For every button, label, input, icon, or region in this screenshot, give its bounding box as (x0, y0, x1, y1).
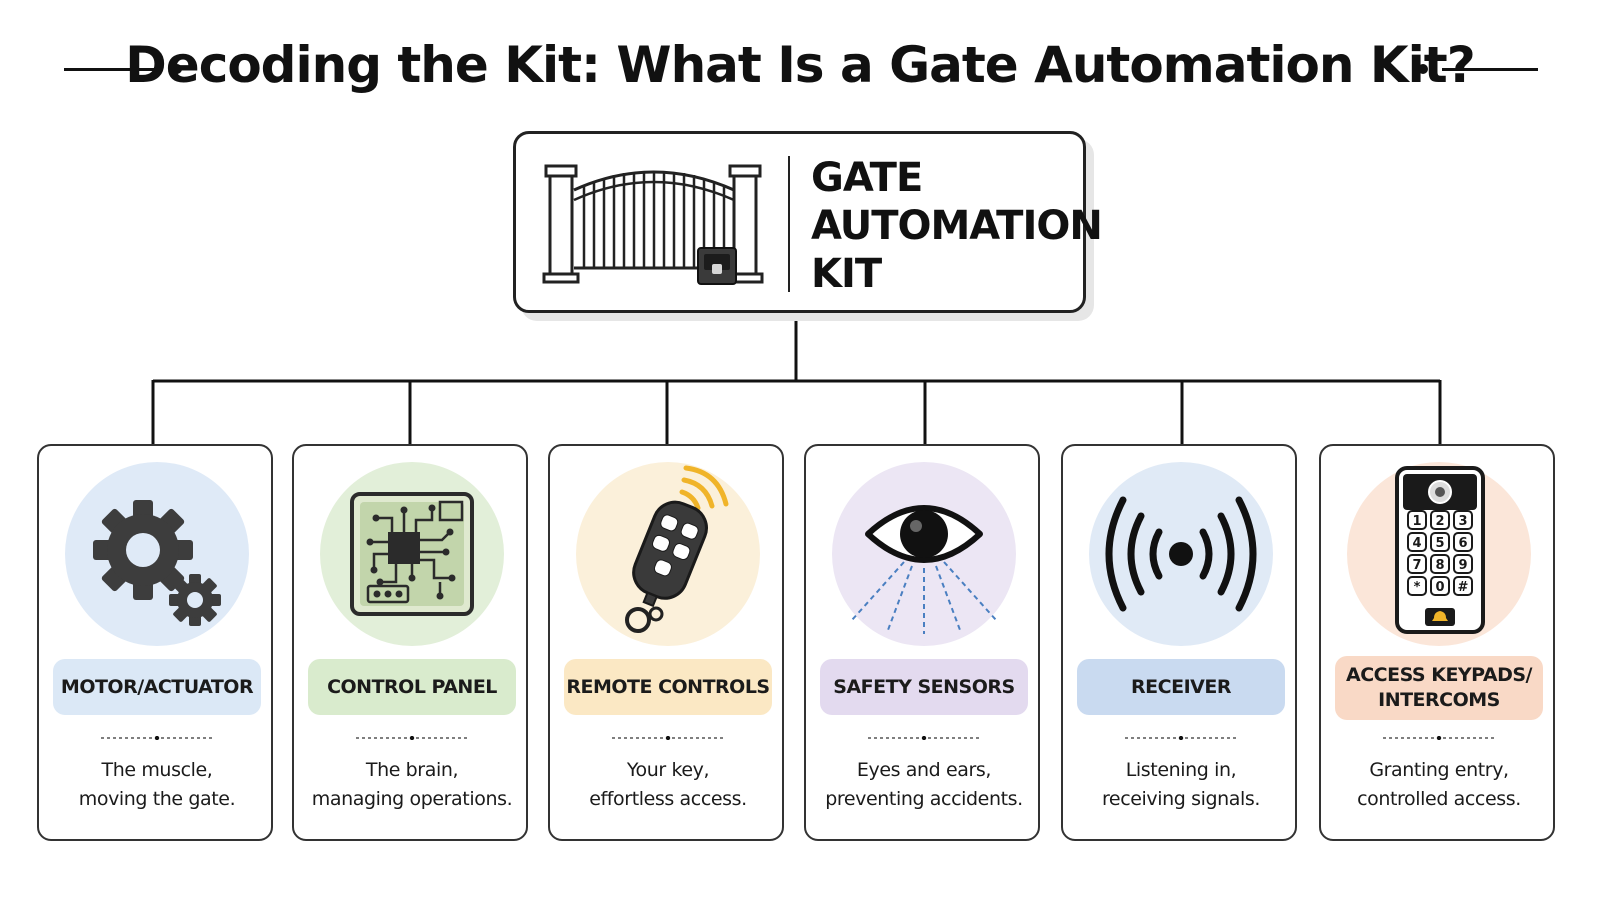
keypad-key (1453, 532, 1473, 552)
title-line-left (64, 68, 156, 71)
root-label: GATE AUTOMATION KIT (811, 154, 1103, 298)
icon-circle (1089, 462, 1273, 646)
keypad-key-label: 7 (1412, 558, 1421, 573)
component-description: Granting entry, controlled access. (1327, 756, 1551, 814)
root-node-gate-automation-kit: GATE AUTOMATION KIT (513, 131, 1103, 313)
page-title: Decoding the Kit: What Is a Gate Automat… (125, 36, 1475, 94)
component-card-safety-sensors: SAFETY SENSORS Eyes and ears, preventing… (804, 444, 1040, 841)
keypad-key-label: 2 (1435, 514, 1444, 529)
keypad-key-label: 4 (1412, 536, 1421, 551)
keypad-key (1430, 510, 1450, 530)
component-label: SAFETY SENSORS (820, 659, 1028, 715)
description-line: moving the gate. (78, 788, 236, 810)
root-label-line: AUTOMATION (811, 203, 1103, 249)
root-divider (788, 156, 790, 292)
keypad-key (1453, 576, 1473, 596)
component-description: The brain, managing operations. (300, 756, 524, 814)
title-dot-left (172, 64, 182, 74)
component-card-receiver: RECEIVER Listening in, receiving signals… (1061, 444, 1297, 841)
component-label-line: INTERCOMS (1378, 689, 1500, 711)
description-line: The muscle, (101, 759, 213, 781)
component-description: Your key, effortless access. (556, 756, 780, 814)
keypad-key-label: 6 (1458, 536, 1467, 551)
keypad-key (1453, 510, 1473, 530)
keypad-key (1407, 510, 1427, 530)
component-card-remote-controls: REMOTE CONTROLS Your key, effortless acc… (548, 444, 784, 841)
description-line: The brain, (365, 759, 459, 781)
component-label: RECEIVER (1077, 659, 1285, 715)
component-label-line: ACCESS KEYPADS/ (1346, 664, 1532, 686)
keypad-key (1430, 554, 1450, 574)
description-line: receiving signals. (1101, 788, 1261, 810)
icon-circle (65, 462, 249, 646)
icon-circle (576, 462, 760, 646)
component-label: CONTROL PANEL (308, 659, 516, 715)
component-description: The muscle, moving the gate. (45, 756, 269, 814)
description-line: preventing accidents. (825, 788, 1023, 810)
keypad-key-label: * (1414, 580, 1421, 595)
separator-dots (868, 736, 980, 740)
title-dot-right (1418, 64, 1428, 74)
description-line: Your key, (626, 759, 710, 781)
icon-circle (832, 462, 1016, 646)
separator-dots (356, 736, 468, 740)
remote-fob-icon (625, 465, 729, 633)
description-line: Eyes and ears, (856, 759, 992, 781)
keypad-key-label: 0 (1435, 580, 1444, 595)
component-description: Eyes and ears, preventing accidents. (812, 756, 1036, 814)
keypad-key-label: # (1458, 580, 1469, 595)
title-row: Decoding the Kit: What Is a Gate Automat… (0, 30, 1600, 100)
keypad-key (1407, 532, 1427, 552)
keypad-key-label: 5 (1435, 536, 1444, 551)
separator-dots (101, 736, 213, 740)
description-line: managing operations. (311, 788, 513, 810)
gate-icon (542, 164, 764, 285)
component-card-control-panel: CONTROL PANEL The brain, managing operat… (292, 444, 528, 841)
keypad-key (1407, 554, 1427, 574)
component-label: REMOTE CONTROLS (564, 659, 772, 715)
description-line: Listening in, (1125, 759, 1237, 781)
signal-waves-icon (1105, 496, 1257, 612)
separator-dots (1383, 736, 1495, 740)
keypad-key (1407, 576, 1427, 596)
keypad-key-label: 8 (1435, 558, 1444, 573)
root-label-line: GATE (811, 155, 923, 201)
component-label: ACCESS KEYPADS/ INTERCOMS (1335, 656, 1543, 720)
separator-dots (1125, 736, 1237, 740)
description-line: effortless access. (589, 788, 747, 810)
description-line: controlled access. (1357, 788, 1521, 810)
keypad-key (1430, 576, 1450, 596)
icon-circle (320, 462, 504, 646)
eye-sensor-icon (851, 505, 997, 634)
root-label-line: KIT (811, 251, 882, 297)
keypad-key (1430, 532, 1450, 552)
component-description: Listening in, receiving signals. (1069, 756, 1293, 814)
keypad-key-label: 9 (1458, 558, 1467, 573)
description-line: Granting entry, (1369, 759, 1509, 781)
keypad-key-label: 3 (1458, 514, 1467, 529)
component-card-motor-actuator: MOTOR/ACTUATOR The muscle, moving the ga… (37, 444, 273, 841)
gears-icon (93, 500, 221, 626)
keypad-key-label: 1 (1412, 514, 1421, 529)
separator-dots (612, 736, 724, 740)
circuit-board-icon (350, 492, 474, 616)
component-label: MOTOR/ACTUATOR (53, 659, 261, 715)
keypad-key (1453, 554, 1473, 574)
title-line-right (1442, 68, 1538, 71)
